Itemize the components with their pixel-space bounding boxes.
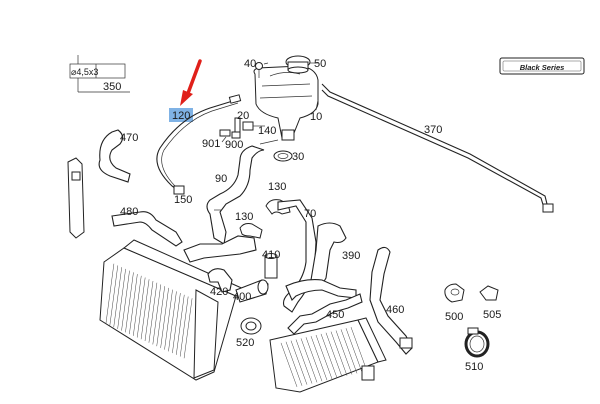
pipe-410 — [264, 253, 278, 279]
label-50: 50 — [314, 58, 326, 70]
hose-420 — [207, 268, 233, 293]
label-505: 505 — [483, 309, 501, 321]
label-420: 420 — [210, 286, 228, 298]
label-410: 410 — [262, 249, 280, 261]
hose-130-lower — [239, 223, 263, 239]
label-150: 150 — [174, 194, 192, 206]
hose-450 — [287, 293, 363, 335]
clamp-510 — [464, 327, 490, 358]
spec-part-number: 350 — [103, 81, 121, 93]
label-510: 510 — [465, 361, 483, 373]
part-520 — [240, 317, 262, 335]
label-130-upper: 130 — [268, 181, 286, 193]
label-370: 370 — [424, 124, 442, 136]
label-130-lower: 130 — [235, 211, 253, 223]
label-901: 901 — [202, 138, 220, 150]
label-10: 10 — [310, 111, 322, 123]
clamp-30 — [273, 150, 293, 162]
label-120-text: 120 — [172, 110, 190, 122]
hose-390 — [285, 279, 357, 301]
clips-20-900-901 — [219, 117, 241, 139]
dimension-text: ⌀4,5x3 — [71, 67, 98, 77]
side-tank — [67, 157, 85, 239]
expansion-tank — [242, 55, 319, 141]
label-40: 40 — [244, 58, 256, 70]
label-480: 480 — [120, 206, 138, 218]
black-series-badge: Black Series — [499, 57, 585, 75]
main-radiator — [99, 239, 248, 381]
highlight-label-120[interactable]: 120 — [169, 108, 193, 122]
label-70: 70 — [304, 208, 316, 220]
label-90: 90 — [215, 173, 227, 185]
label-30: 30 — [292, 151, 304, 163]
auxiliary-radiator — [269, 317, 387, 393]
label-460: 460 — [386, 304, 404, 316]
leader-lines — [221, 62, 319, 145]
hose-480 — [111, 211, 183, 247]
label-500: 500 — [445, 311, 463, 323]
bleed-hose-120 — [156, 99, 237, 193]
label-140: 140 — [258, 125, 276, 137]
label-20: 20 — [237, 110, 249, 122]
label-450: 450 — [326, 309, 344, 321]
black-series-text: Black Series — [520, 63, 565, 72]
hose-470 — [98, 129, 131, 183]
dimension-spec-box: ⌀4,5x3 350 — [69, 55, 130, 93]
label-520: 520 — [236, 337, 254, 349]
hose-400 — [235, 279, 269, 303]
hose-90 — [183, 145, 265, 263]
clip-505 — [479, 285, 499, 301]
clip-500 — [444, 283, 465, 303]
label-900: 900 — [225, 139, 243, 151]
part-labels: 40 50 10 370 20 140 901 900 30 470 90 15… — [120, 58, 501, 373]
overflow-pipe-370 — [321, 83, 554, 213]
label-470: 470 — [120, 132, 138, 144]
highlight-arrow — [180, 59, 202, 106]
label-390: 390 — [342, 250, 360, 262]
label-400: 400 — [233, 291, 251, 303]
hose-460 — [369, 246, 413, 355]
